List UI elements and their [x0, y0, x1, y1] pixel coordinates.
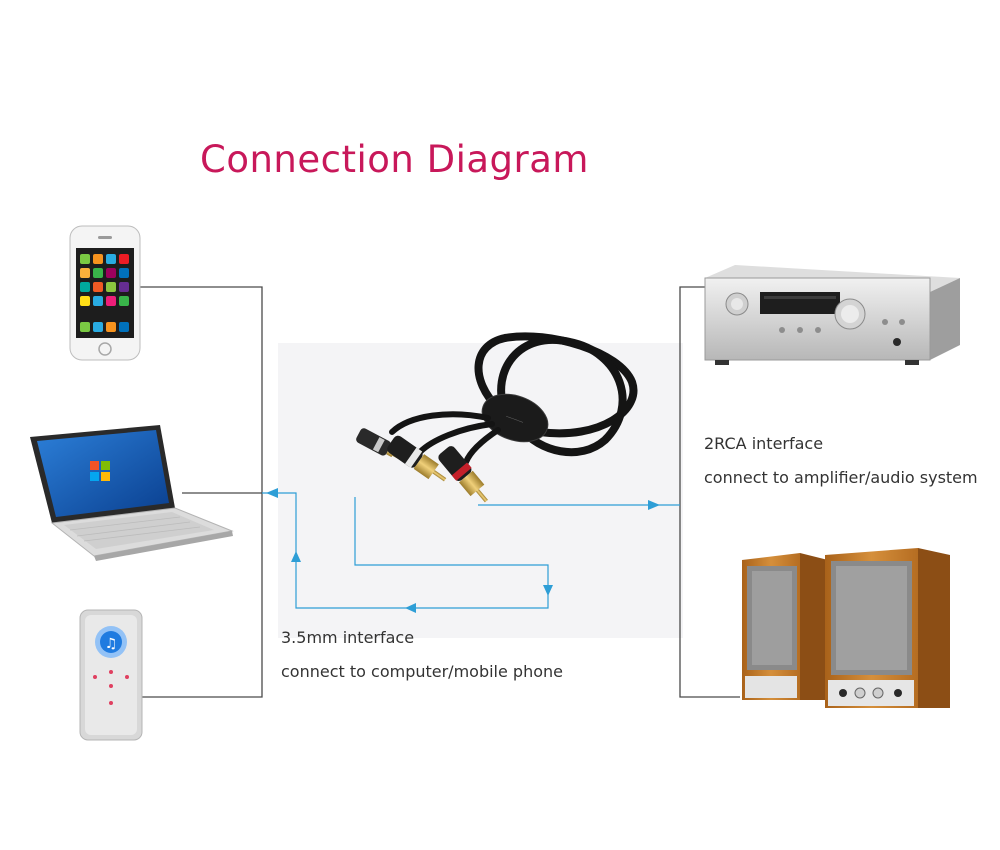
- arrow-up-icon: [291, 551, 301, 562]
- input-interface-label: 3.5mm interface: [281, 628, 415, 647]
- speaker-icon: [742, 548, 950, 708]
- cable-backdrop: [278, 343, 683, 638]
- amplifier-icon: [704, 265, 960, 365]
- note-icon: ♫: [105, 636, 118, 652]
- arrow-left-icon: [405, 603, 416, 613]
- arrows: [266, 488, 660, 613]
- signal-paths: [262, 492, 680, 609]
- output-interface-desc: connect to amplifier/audio system: [704, 468, 978, 487]
- page-title: Connection Diagram: [200, 138, 589, 181]
- wires: [140, 286, 740, 698]
- laptop-icon: [30, 425, 234, 561]
- audio-cable-icon: ―――: [356, 332, 638, 503]
- wire-phone: [140, 286, 263, 698]
- signal-path-3-5mm: [262, 492, 549, 609]
- output-interface-label: 2RCA interface: [704, 434, 824, 453]
- arrow-down-icon: [543, 585, 553, 596]
- music-player-icon: ♫: [79, 609, 143, 741]
- arrow-left-icon: [266, 488, 278, 498]
- phone-icon: [69, 225, 141, 361]
- input-interface-desc: connect to computer/mobile phone: [281, 662, 563, 681]
- wire-amplifier: [679, 286, 740, 698]
- arrow-right-icon: [648, 500, 660, 510]
